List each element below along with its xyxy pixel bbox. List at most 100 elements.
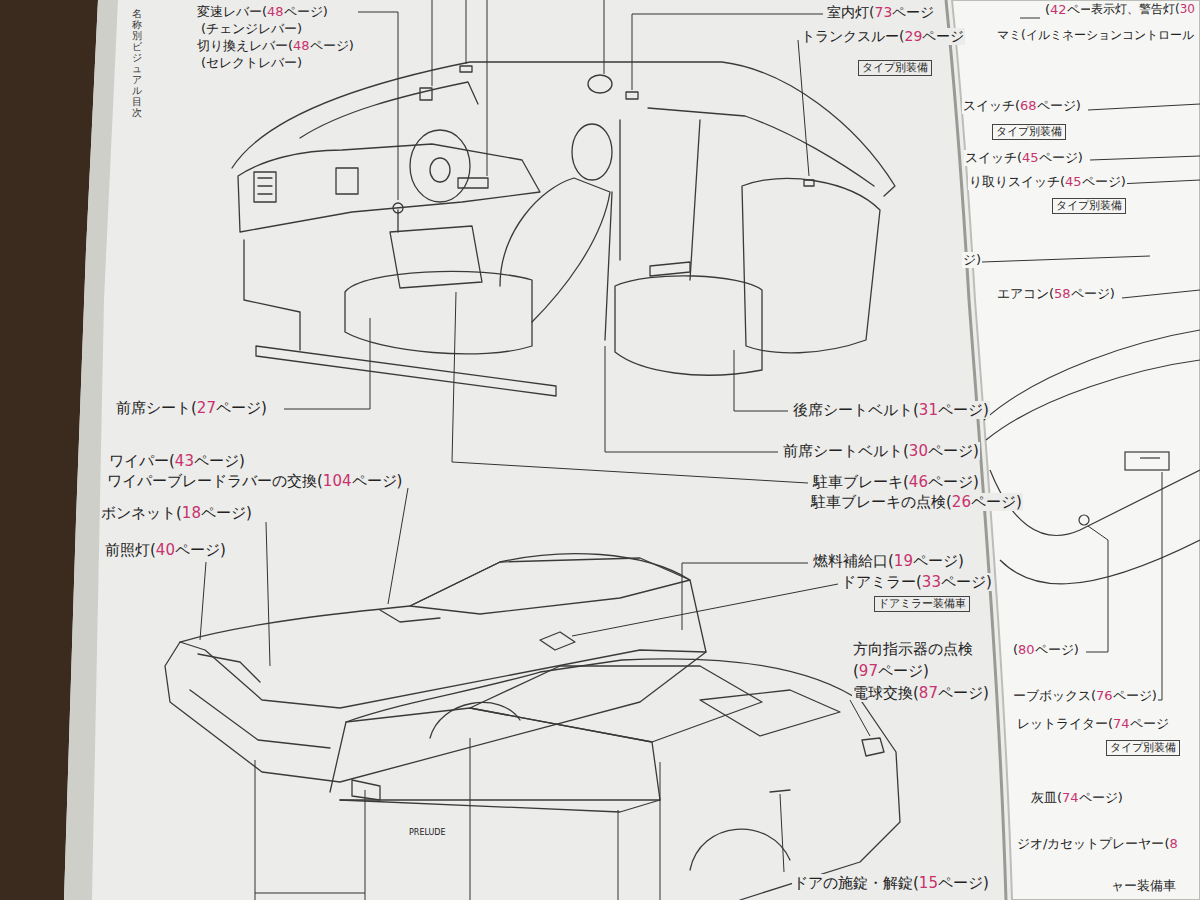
seat-belt (605, 192, 612, 340)
label-text: ページ (922, 28, 964, 44)
part-label: (セレクトレバー) (200, 55, 303, 71)
equipment-tag: タイプ別装備 (992, 124, 1066, 140)
page-number: 74 (1113, 716, 1130, 731)
label-text: ページ) (878, 662, 929, 680)
label-text: ワイパーブレードラバーの交換( (107, 472, 323, 490)
leader-line (734, 350, 788, 411)
leader-line (1158, 472, 1162, 700)
part-label: (97ページ) (852, 662, 930, 680)
label-text: ページ) (1035, 642, 1079, 657)
part-label: ボンネット(18ページ) (100, 504, 253, 522)
rear-bumper (340, 800, 660, 812)
label-text: (セレクトレバー) (201, 55, 302, 70)
part-label: 後席シートベルト(31ページ) (792, 401, 990, 419)
label-text: PRELUDE (409, 828, 446, 837)
page-number: 40 (156, 541, 175, 559)
bumper (190, 690, 330, 748)
label-text: ページ) (928, 473, 979, 491)
page-number: 15 (919, 874, 938, 892)
car-body (165, 554, 706, 782)
footwell-line (244, 240, 300, 350)
car-rear-window (470, 666, 762, 742)
page-number: 97 (859, 662, 878, 680)
leader-line (1020, 18, 1040, 19)
part-label: り取りスイッチ(45ページ) (968, 174, 1127, 190)
door-mirror (540, 632, 575, 650)
label-text: 変速レバー( (197, 4, 267, 19)
trunk-through-knob (804, 180, 814, 186)
leader-line (487, 0, 488, 176)
ashtray-knob (1079, 515, 1089, 525)
page-number: 46 (909, 473, 928, 491)
part-label: ワイパーブレードラバーの交換(104ページ) (106, 472, 403, 490)
label-text: ジオ/カセットプレーヤー( (1017, 836, 1169, 851)
leader-line (1090, 156, 1200, 160)
label-text: 表示灯、警告灯( (1091, 2, 1180, 16)
rear-seat-back (742, 178, 880, 352)
label-text: マミ(イルミネーションコントロール (997, 28, 1194, 42)
label-text: 前席シート( (116, 399, 197, 417)
leader-line (780, 794, 784, 872)
sun-visor (420, 88, 432, 100)
headrest (572, 124, 612, 180)
part-label: レットライター(74ページ (1016, 716, 1170, 732)
leader-line (1088, 104, 1200, 110)
label-text: ドアミラー( (841, 573, 922, 591)
label-text: ページ) (1079, 790, 1123, 805)
leader-line (388, 488, 408, 604)
page-number: 42 (1050, 2, 1067, 17)
part-label: 室内灯(73ページ (826, 4, 935, 21)
part-label: 駐車ブレーキの点検(26ページ) (810, 493, 1023, 511)
label-text: 前席シートベルト( (783, 442, 909, 460)
label-text: トランクスルー( (801, 28, 904, 44)
leader-line (604, 0, 605, 74)
page-number: 26 (952, 493, 971, 511)
page-number: 31 (919, 401, 938, 419)
page-number: 30 (1180, 2, 1195, 16)
label-text: 方向指示器の点検 (853, 640, 973, 658)
steering-hub (430, 158, 450, 182)
door-trim (620, 120, 700, 280)
rear-window-line (648, 108, 874, 186)
leader-line (632, 14, 823, 90)
leader-line (255, 760, 365, 900)
dashboard-edge (986, 360, 1200, 440)
page-number: 8 (1169, 836, 1177, 851)
label-text: ページ) (941, 573, 992, 591)
label-text: ページ) (1037, 98, 1081, 113)
label-text: ページ) (216, 399, 267, 417)
label-text: ャー装備車 (1111, 878, 1176, 893)
page-number: 45 (1022, 150, 1039, 165)
part-label: 方向指示器の点検 (852, 640, 974, 658)
switch-panel (458, 178, 488, 188)
label-text: ワイパー( (109, 452, 175, 470)
part-label: エアコン(58ページ) (996, 286, 1116, 302)
rear-seat-cushion (615, 276, 762, 375)
label-text: 室内灯( (827, 4, 874, 20)
label-text: ページ) (1113, 688, 1157, 703)
tag-text: タイプ別装備 (996, 125, 1062, 138)
label-text: ( (853, 662, 859, 680)
leader-line (1122, 290, 1200, 298)
label-text: 駐車ブレーキ( (813, 473, 909, 491)
turn-signal (862, 738, 884, 756)
label-text: ページ) (175, 541, 226, 559)
page-number: 58 (1054, 286, 1071, 301)
label-text: 切り換えレバー( (197, 38, 293, 53)
page-number: 45 (1065, 174, 1082, 189)
map-light (460, 66, 472, 72)
page-number: 87 (919, 684, 938, 702)
shift-knob (393, 203, 403, 213)
label-text: ページ) (284, 4, 328, 19)
page-number: 48 (267, 4, 284, 19)
label-text: ページ) (928, 442, 979, 460)
label-text: ページ) (1071, 286, 1115, 301)
page-number: 29 (904, 28, 922, 44)
label-text: エアコン( (997, 286, 1054, 301)
part-label: スイッチ(68ページ) (962, 98, 1082, 114)
door-sill (256, 346, 556, 396)
page-number: 27 (197, 399, 216, 417)
vent-slats (258, 178, 272, 194)
leader-line (982, 256, 1150, 262)
